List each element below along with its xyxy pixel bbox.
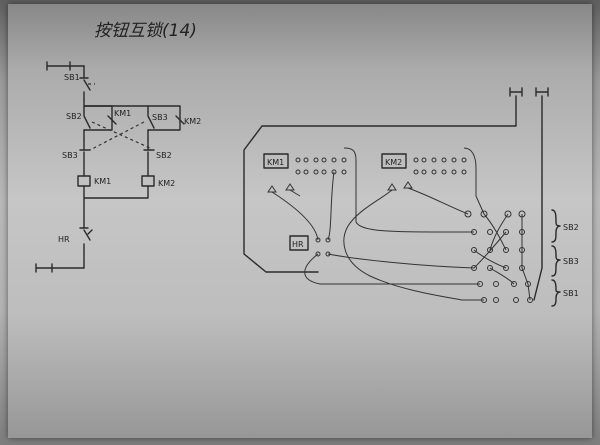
km2-box-label: KM2 — [385, 158, 402, 167]
label-sb2-lower: SB2 — [156, 151, 172, 160]
label-sb2: SB2 — [66, 112, 82, 121]
paper-sheet — [8, 4, 592, 438]
wiring-diagram: KM1 KM2 HR — [243, 87, 579, 307]
label-sb1: SB1 — [64, 73, 80, 82]
group-sb1-label: SB1 — [563, 289, 579, 298]
group-sb2-label: SB2 — [563, 223, 579, 232]
label-km2-coil: KM2 — [158, 179, 175, 188]
diagram-title: 按钮互锁(14) — [94, 21, 197, 41]
label-km1-coil: KM1 — [94, 177, 111, 186]
label-sb3: SB3 — [152, 113, 168, 122]
schematic: SB1 SB2 KM1 SB3 KM2 SB3 SB2 KM1 KM2 HR — [35, 61, 201, 273]
group-sb3-label: SB3 — [563, 257, 579, 266]
label-hr: HR — [58, 235, 70, 244]
label-km1-contact: KM1 — [114, 109, 131, 118]
label-sb3-lower: SB3 — [62, 151, 78, 160]
km1-box-label: KM1 — [267, 158, 284, 167]
label-km2-contact: KM2 — [184, 117, 201, 126]
hr-box-label: HR — [292, 240, 304, 249]
